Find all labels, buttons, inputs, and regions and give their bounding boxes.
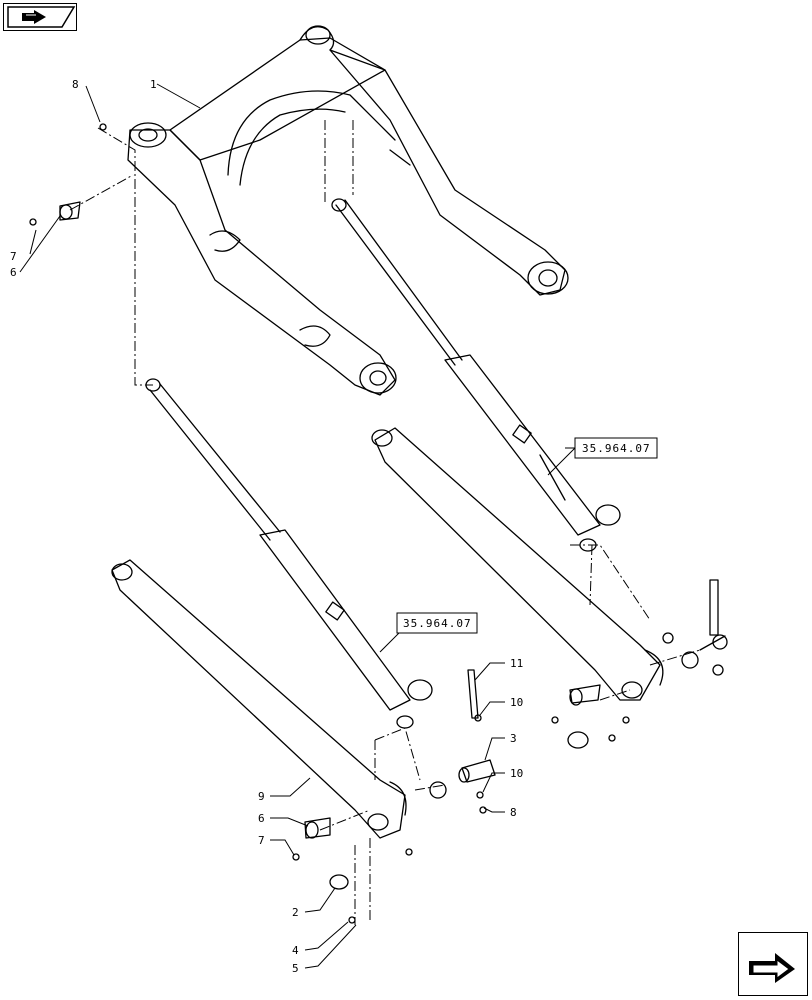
previous-page-nav-button[interactable] — [3, 3, 77, 31]
callout-1: 1 — [150, 78, 157, 91]
callout-4: 4 — [292, 944, 299, 957]
callout-11: 11 — [510, 657, 523, 670]
reference-label-upper: 35.964.07 — [582, 442, 651, 455]
left-lift-cylinder — [145, 378, 433, 729]
reference-label-lower: 35.964.07 — [403, 617, 472, 630]
previous-page-icon — [7, 6, 76, 28]
right-lower-arm — [371, 427, 728, 749]
callout-10-upper: 10 — [510, 696, 523, 709]
reference-link-upper[interactable]: 35.964.07 — [574, 437, 658, 459]
callout-7-top: 7 — [10, 250, 17, 263]
left-lower-arm — [111, 559, 413, 924]
reference-link-lower[interactable]: 35.964.07 — [396, 612, 478, 634]
callout-9: 9 — [258, 790, 265, 803]
callout-7-bottom: 7 — [258, 834, 265, 847]
callout-6-bottom: 6 — [258, 812, 265, 825]
next-page-icon — [749, 953, 795, 983]
upper-pin-hardware — [29, 123, 107, 226]
right-lift-cylinder — [331, 198, 621, 552]
center-pin-assembly — [429, 669, 496, 814]
next-page-nav-button[interactable] — [738, 932, 808, 996]
callout-8-top: 8 — [72, 78, 79, 91]
loader-frame — [127, 25, 569, 396]
callout-5: 5 — [292, 962, 299, 975]
callout-2: 2 — [292, 906, 299, 919]
callout-8-bottom: 8 — [510, 806, 517, 819]
callout-3: 3 — [510, 732, 517, 745]
callout-6-top: 6 — [10, 266, 17, 279]
callout-10-lower: 10 — [510, 767, 523, 780]
